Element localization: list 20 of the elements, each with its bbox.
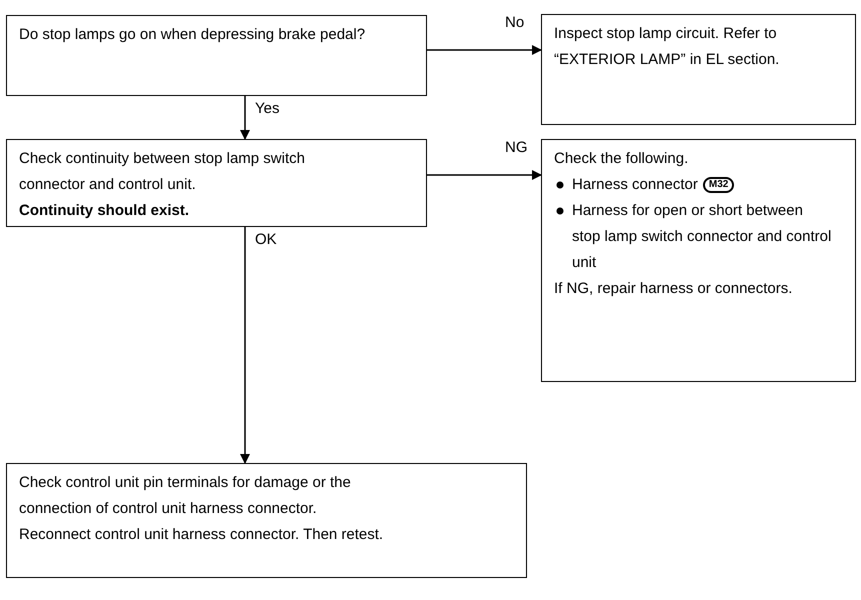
- node-text: Harness connector: [572, 176, 698, 193]
- node-text: Do stop lamps go on when depressing brake pedal?: [19, 25, 366, 45]
- connector-badge: M32: [702, 177, 734, 194]
- node-text: If NG, repair harness or connectors.: [554, 279, 794, 299]
- process-box: [6, 463, 527, 578]
- node-text: Check control unit pin terminals for damage or the connection of control unit harness connector.: [19, 473, 352, 519]
- process-box: [541, 139, 856, 382]
- node-text: Harness for open or short between stop lamp switch connector and control unit: [572, 202, 832, 271]
- node-text: Reconnect control unit harness connector. Then retest.: [19, 525, 384, 545]
- process-box: [541, 14, 856, 125]
- arrow: [427, 45, 542, 55]
- process-box: [6, 15, 427, 96]
- node-text: Continuity should exist.: [19, 201, 190, 221]
- arrow: [240, 227, 250, 464]
- node-text: Check the following.: [554, 149, 690, 169]
- process-box: [6, 139, 427, 227]
- arrow: [240, 96, 250, 140]
- node-text: Inspect stop lamp circuit. Refer to “EXTERIOR LAMP” in EL section.: [554, 24, 780, 70]
- arrow: [427, 170, 542, 180]
- node-text: Check continuity between stop lamp switch connector and control unit.: [19, 149, 306, 195]
